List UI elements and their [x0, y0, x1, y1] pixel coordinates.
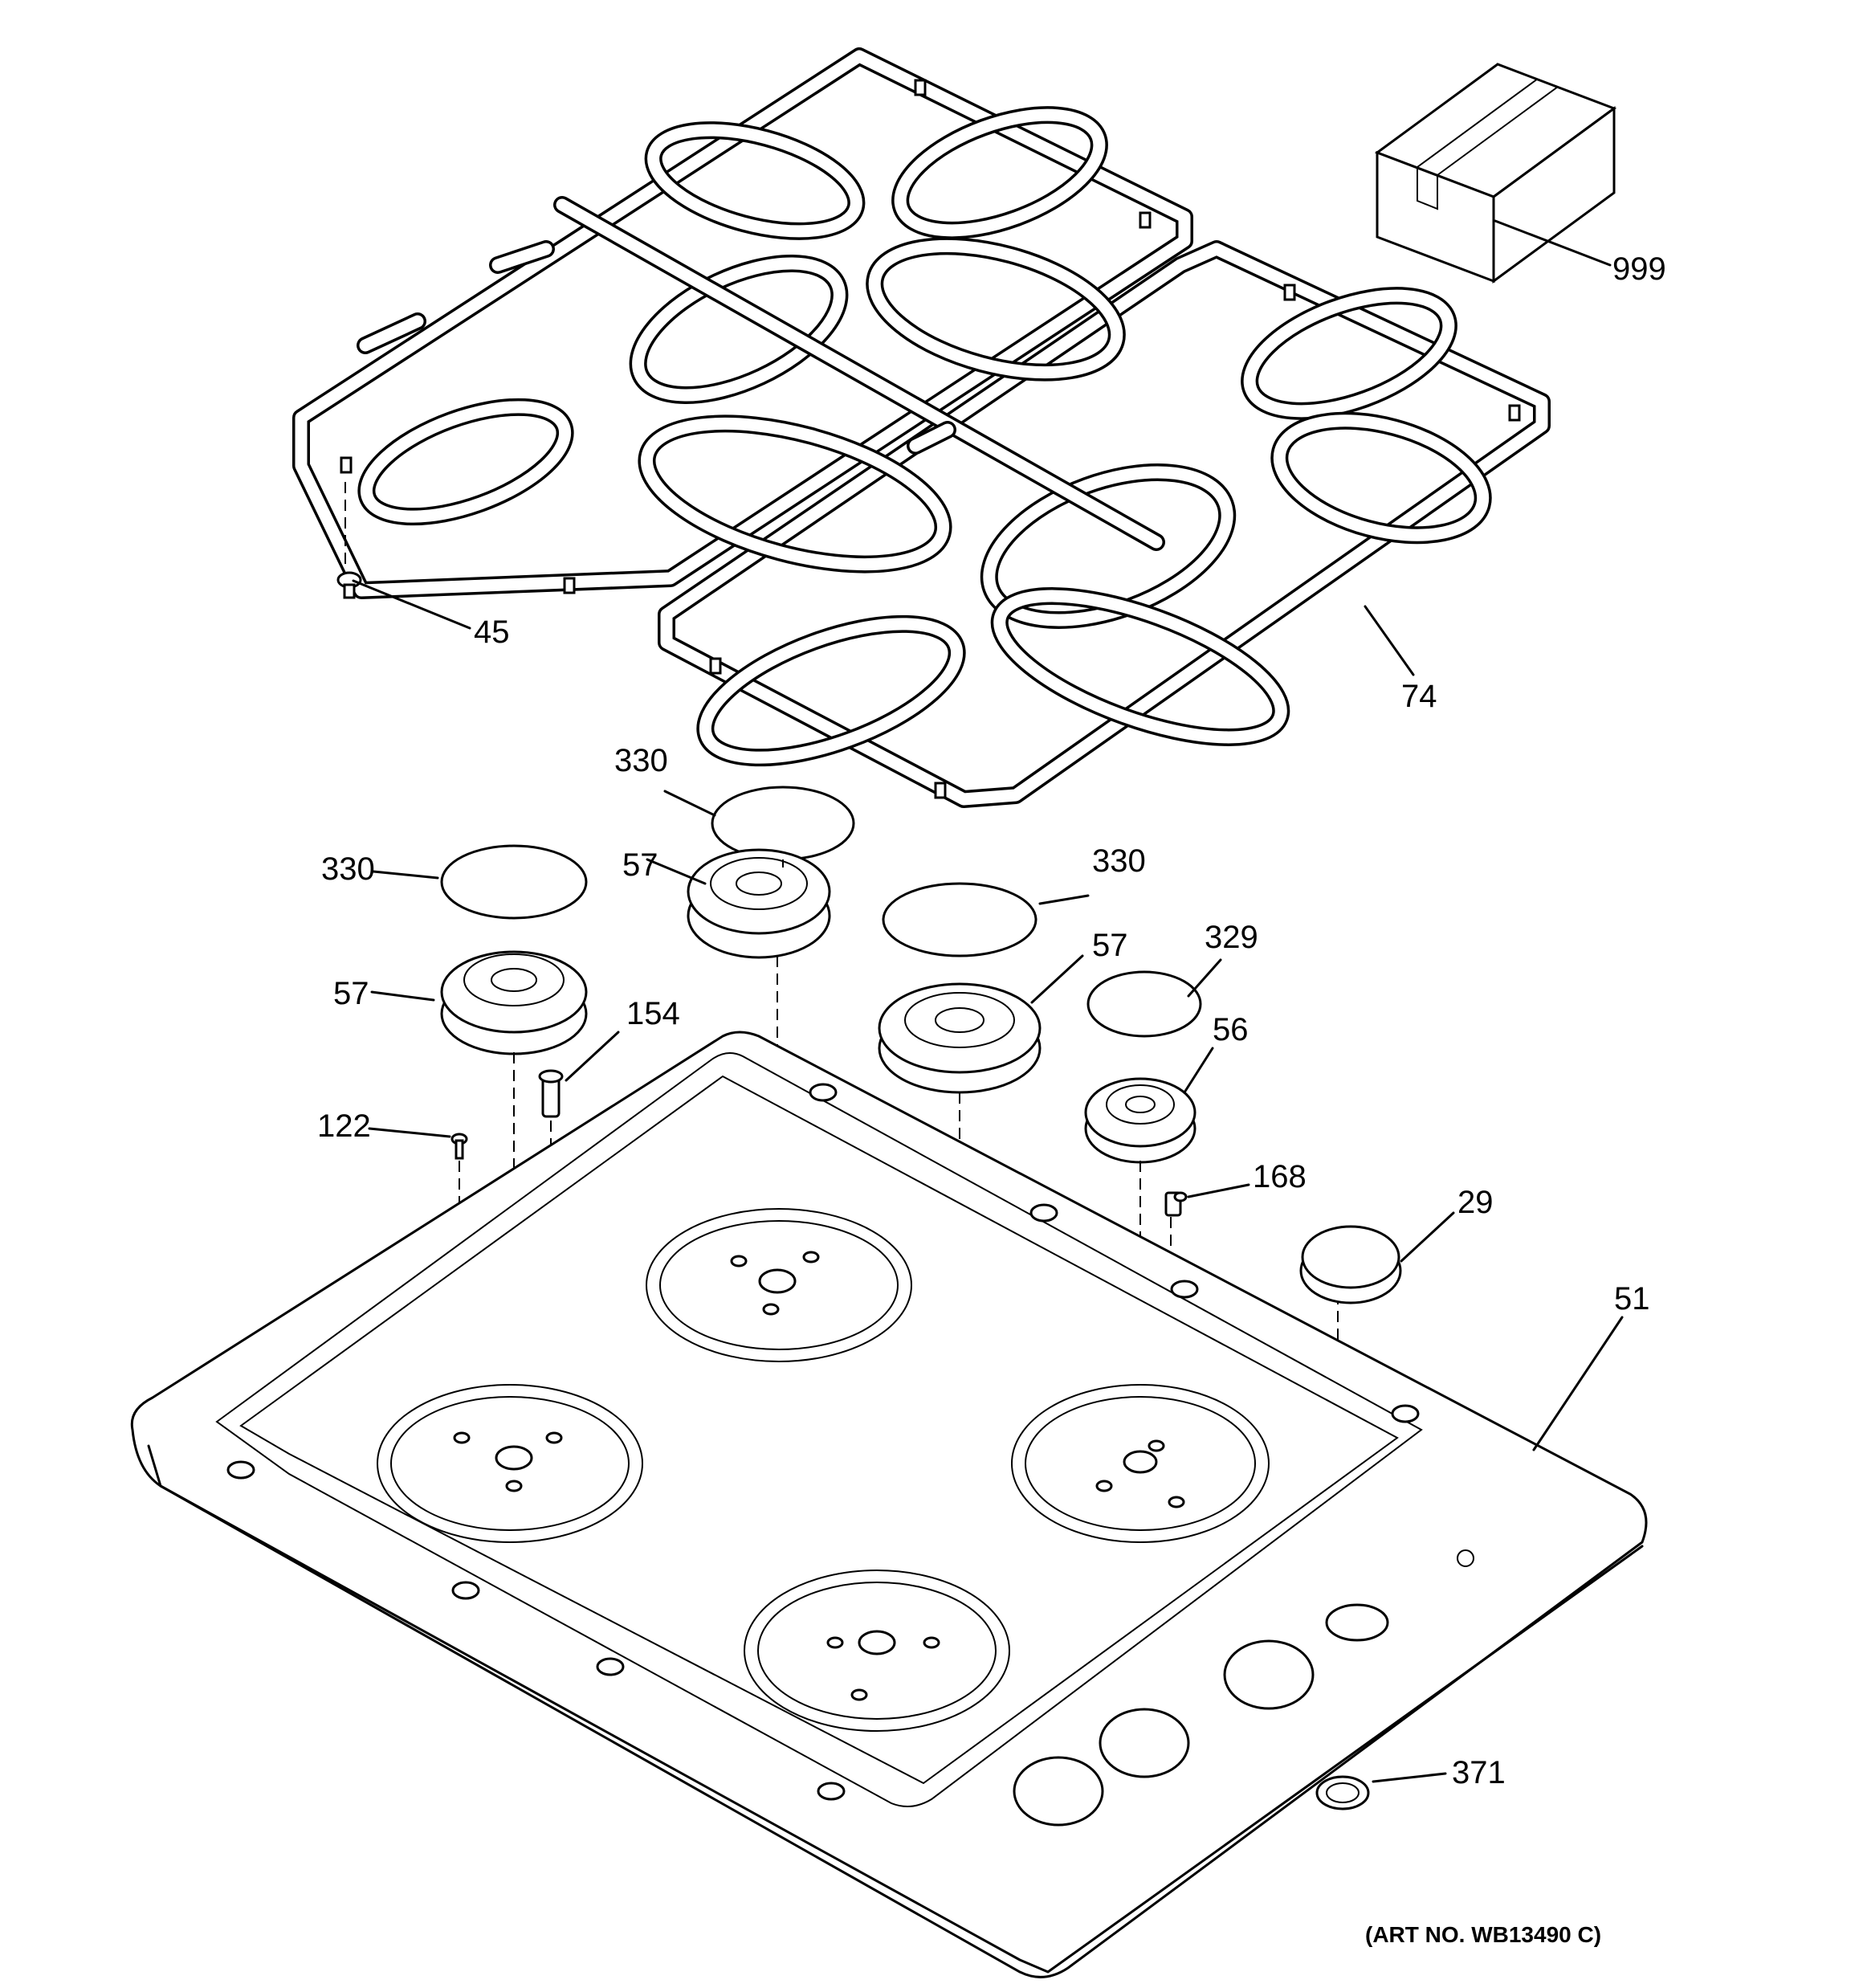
grate-foot-part — [336, 482, 362, 599]
burner-grates-part — [292, 47, 1551, 808]
burner-head-rear — [687, 848, 831, 959]
burner-cap-front — [882, 882, 1037, 957]
knob-bezel-part — [1315, 1775, 1370, 1810]
electrode-part — [538, 1069, 564, 1118]
burner-head-front — [878, 982, 1042, 1094]
callout-154: 154 — [626, 996, 680, 1031]
cooktop-main-top — [130, 1031, 1648, 1978]
screw-part — [450, 1133, 468, 1160]
leader-lines — [352, 219, 1624, 1783]
callout-168: 168 — [1253, 1159, 1307, 1194]
igniter-part — [1164, 1191, 1188, 1217]
callout-57-front: 57 — [1092, 928, 1128, 963]
callout-29: 29 — [1457, 1185, 1494, 1220]
control-knob-part — [1299, 1225, 1402, 1304]
burner-head-small — [1084, 1077, 1196, 1164]
callout-45: 45 — [474, 614, 510, 650]
callout-51: 51 — [1614, 1281, 1650, 1316]
callout-371: 371 — [1452, 1755, 1506, 1790]
art-number: (ART NO. WB13490 C) — [1365, 1922, 1601, 1947]
callout-999: 999 — [1612, 251, 1666, 287]
callout-57-left: 57 — [333, 976, 369, 1011]
burner-cap-rear — [711, 786, 855, 861]
callout-56: 56 — [1213, 1012, 1249, 1047]
callout-57-rear: 57 — [622, 847, 658, 883]
burner-cap-small — [1086, 970, 1202, 1038]
burner-cap-left — [440, 844, 588, 920]
burner-head-left — [440, 950, 588, 1055]
callout-329: 329 — [1205, 920, 1258, 955]
callout-330-left: 330 — [321, 851, 375, 887]
callout-330-front: 330 — [1092, 843, 1146, 879]
callout-330-rear: 330 — [614, 743, 668, 778]
callout-122: 122 — [317, 1108, 371, 1144]
callout-74: 74 — [1401, 679, 1437, 714]
shipping-box-part — [1374, 63, 1617, 284]
